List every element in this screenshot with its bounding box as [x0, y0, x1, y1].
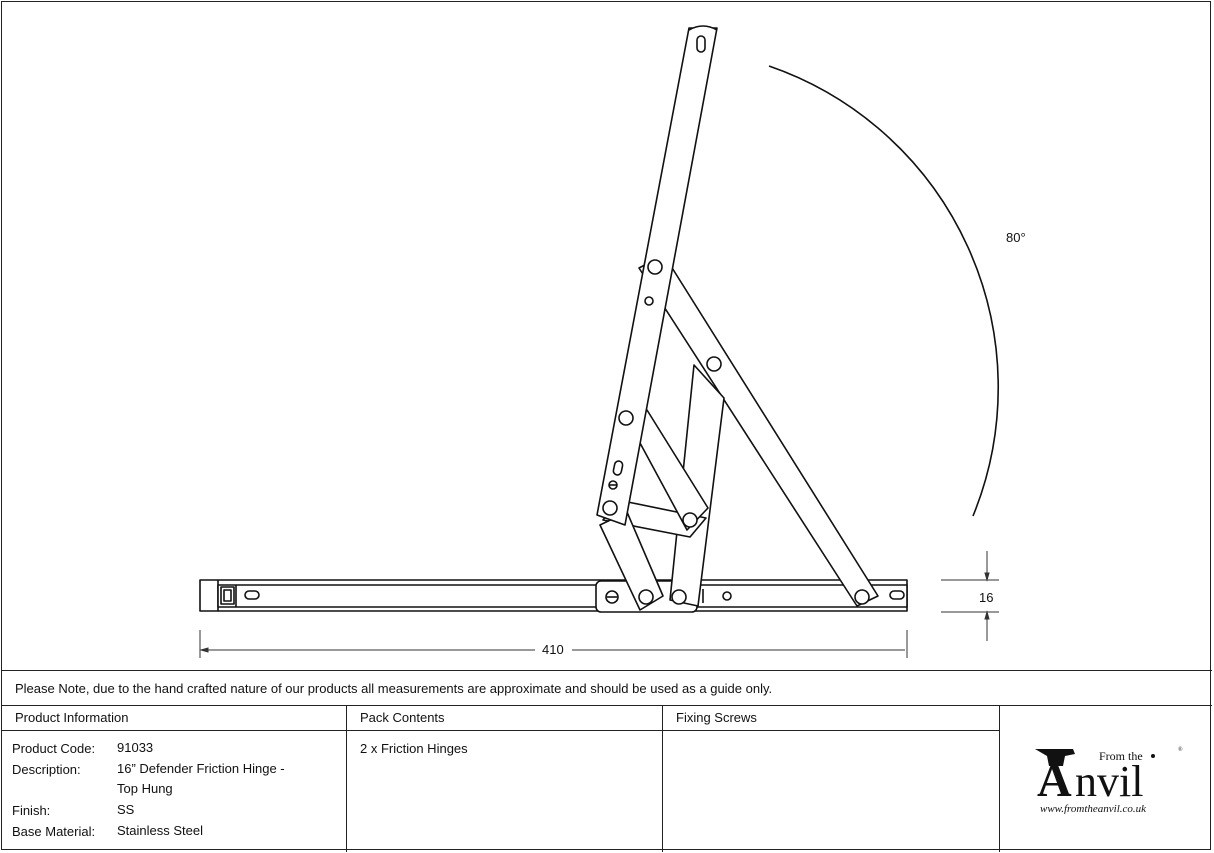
fixing-screws-header: Fixing Screws: [676, 710, 757, 725]
base-material-value: Stainless Steel: [117, 823, 203, 838]
base-track: [199, 579, 908, 612]
hinge-technical-drawing: [199, 25, 999, 658]
screw-icon-small: [608, 480, 618, 490]
fixing-screws-panel: Fixing Screws: [662, 706, 1000, 852]
disclaimer-text: Please Note, due to the hand crafted nat…: [15, 681, 773, 696]
logo-url: www.fromtheanvil.co.uk: [1040, 803, 1147, 814]
middle-link: [669, 364, 725, 607]
width-dimension-label: 410: [542, 642, 564, 657]
svg-text:A: A: [1037, 754, 1072, 807]
logo-panel: From the ® A nvil www.fromtheanvil.co.uk: [999, 706, 1212, 852]
svg-text:nvil: nvil: [1075, 757, 1143, 806]
angle-arc: [768, 65, 999, 517]
product-information-header: Product Information: [15, 710, 129, 725]
finish-value: SS: [117, 802, 135, 817]
height-dimension-label: 16: [979, 590, 994, 605]
pack-item: 2 x Friction Hinges: [360, 741, 468, 756]
base-material-label: Base Material:: [12, 824, 96, 839]
finish-label: Finish:: [12, 803, 51, 818]
description-label: Description:: [12, 762, 81, 777]
from-the-anvil-logo: From the ® A nvil www.fromtheanvil.co.uk: [1035, 746, 1183, 814]
product-information-panel: Product Information Product Code: 91033 …: [1, 706, 347, 852]
anvil-icon: [1035, 749, 1075, 766]
angle-label: 80°: [1006, 230, 1026, 245]
pack-contents-header: Pack Contents: [360, 710, 445, 725]
logo-small-text: From the: [1099, 749, 1143, 763]
product-code-label: Product Code:: [12, 741, 96, 756]
svg-text:®: ®: [1178, 746, 1183, 753]
product-code-value: 91033: [117, 740, 154, 755]
pack-contents-panel: Pack Contents 2 x Friction Hinges: [346, 706, 663, 852]
screw-icon: [605, 590, 619, 604]
description-value: 16” Defender Friction Hinge - Top Hung: [117, 761, 285, 796]
disclaimer-row: Please Note, due to the hand crafted nat…: [1, 670, 1212, 706]
